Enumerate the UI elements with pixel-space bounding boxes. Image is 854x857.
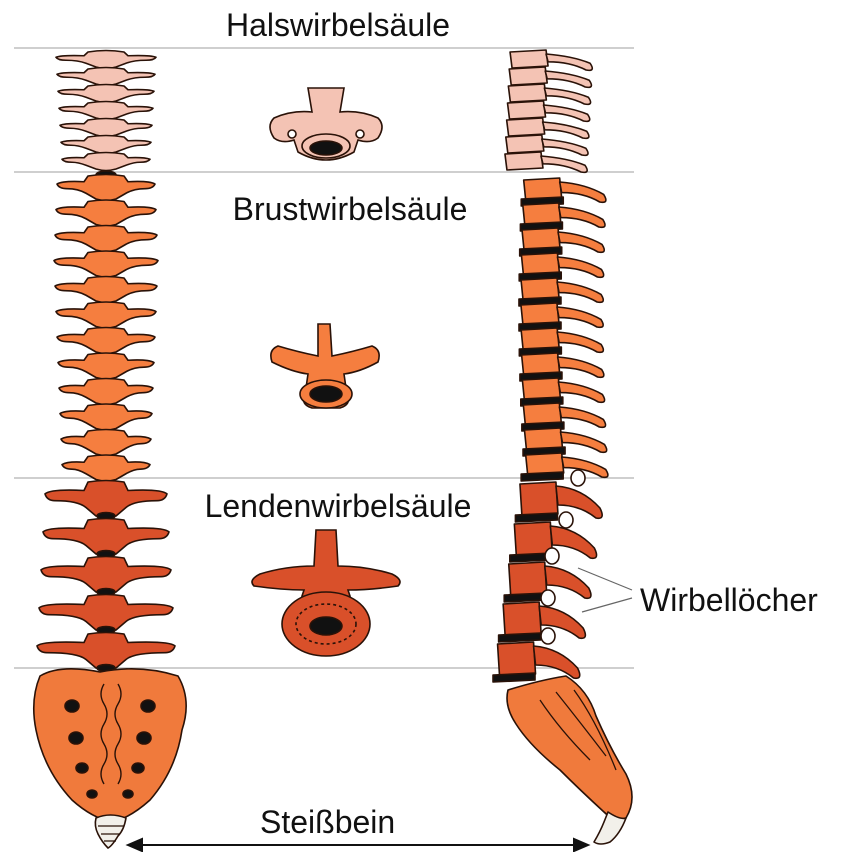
side-foramen [541, 590, 555, 606]
side-foramen [571, 470, 585, 486]
side-thoracic-vertebra-process [559, 407, 605, 427]
side-cervical-vertebra [510, 50, 548, 68]
thoracic-vertebra-top-view [271, 324, 379, 408]
side-cervical-vertebra-process [546, 54, 592, 70]
side-thoracic-vertebra-process [560, 432, 606, 452]
front-coccyx [95, 815, 126, 848]
front-cervical-vertebra [58, 85, 154, 103]
side-thoracic-vertebra-process [557, 332, 603, 352]
side-thoracic-vertebra-process [558, 382, 604, 402]
spine-side-view [493, 50, 632, 844]
label-coccyx: Steißbein [260, 806, 395, 838]
front-thoracic-vertebra [60, 404, 152, 430]
front-thoracic-vertebra [59, 379, 153, 405]
lumbar-vertebra-top-view [252, 530, 400, 656]
front-sacrum [34, 669, 186, 822]
label-thoracic-spine: Brustwirbelsäule [0, 193, 700, 225]
side-sacrum [507, 676, 632, 819]
side-intervertebral-disc [499, 633, 541, 642]
side-cervical-vertebra-process [544, 88, 590, 104]
side-cervical-vertebra-process [545, 71, 591, 87]
front-cervical-vertebrae [56, 51, 156, 180]
side-lumbar-vertebra [503, 602, 541, 636]
side-cervical-vertebra [509, 67, 547, 85]
side-cervical-vertebra-process [544, 105, 590, 121]
side-lumbar-vertebra-process [534, 646, 580, 678]
side-cervical-vertebra [508, 84, 546, 102]
side-foramen [541, 628, 555, 644]
front-thoracic-vertebra [61, 430, 151, 456]
side-lumbar-vertebra [509, 562, 547, 596]
side-foramen [545, 548, 559, 564]
side-thoracic-vertebra-process [558, 232, 604, 252]
label-lumbar-spine: Lendenwirbelsäule [0, 490, 676, 522]
front-thoracic-vertebra [58, 353, 154, 379]
side-cervical-vertebra [506, 135, 544, 153]
front-thoracic-vertebra [57, 328, 155, 354]
cervical-vertebra-top-view [270, 88, 382, 160]
side-cervical-vertebra-process [543, 122, 589, 138]
front-cervical-vertebra [61, 136, 151, 154]
side-cervical-vertebra-process [542, 139, 588, 155]
front-thoracic-vertebra [54, 251, 158, 277]
side-cervical-vertebra-process [541, 156, 587, 172]
front-thoracic-vertebra [55, 226, 157, 252]
side-cervical-vertebrae [505, 50, 592, 172]
side-thoracic-vertebra-process [557, 307, 603, 327]
side-intervertebral-disc [504, 593, 546, 602]
front-thoracic-vertebra [56, 302, 156, 328]
label-cervical-spine: Halswirbelsäule [0, 9, 676, 41]
side-intervertebral-disc [521, 472, 563, 481]
front-thoracic-vertebra [55, 277, 157, 303]
side-thoracic-vertebra-process [558, 357, 604, 377]
side-cervical-vertebra [507, 118, 545, 136]
side-cervical-vertebra [505, 152, 543, 170]
front-cervical-vertebra [59, 102, 153, 120]
spine-front-view [34, 51, 186, 849]
front-cervical-vertebra [60, 119, 152, 137]
side-cervical-vertebra [508, 101, 546, 119]
side-thoracic-vertebra-process [557, 282, 603, 302]
front-cervical-vertebra [62, 153, 150, 171]
side-intervertebral-disc [493, 673, 535, 682]
front-cervical-vertebra [57, 68, 155, 86]
label-intervertebral-foramina: Wirbellöcher [640, 584, 818, 616]
side-thoracic-vertebra-process [557, 257, 603, 277]
front-cervical-vertebra [56, 51, 156, 69]
side-lumbar-vertebra [498, 642, 536, 676]
coccyx-arrow [128, 839, 588, 851]
front-thoracic-vertebra [62, 455, 150, 481]
